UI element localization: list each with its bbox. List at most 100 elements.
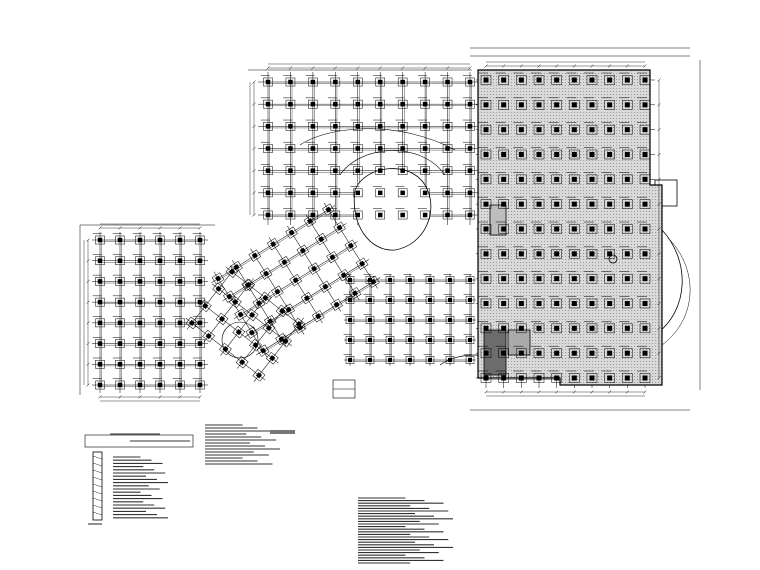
pile-cap-mark — [95, 297, 105, 307]
column-mark — [333, 190, 338, 196]
column-mark — [218, 315, 226, 323]
dimension-tick — [198, 226, 202, 230]
pile-cap-mark — [311, 310, 325, 323]
dimension-tick — [468, 66, 472, 70]
pile-cap-mark — [442, 188, 453, 198]
pile-cap-mark — [498, 199, 509, 209]
pile-cap-mark — [569, 149, 580, 160]
pile-cap-mark — [355, 257, 369, 270]
pile-cap-mark — [569, 199, 580, 209]
pile-cap-mark — [569, 100, 580, 110]
column-mark — [400, 101, 405, 107]
pile-cap-mark — [263, 99, 273, 109]
column-mark — [483, 127, 489, 133]
pile-cap-mark — [219, 342, 232, 356]
dimension-tick — [657, 351, 661, 355]
dimension-tick — [158, 395, 162, 399]
column-mark — [554, 201, 560, 207]
pile-cap-mark — [175, 318, 185, 328]
pile-cap-mark — [375, 210, 385, 220]
column-mark — [288, 190, 293, 196]
pile-cap-mark — [95, 359, 105, 369]
pile-cap-mark — [622, 149, 633, 160]
pile-cap-mark — [569, 298, 580, 309]
pile-cap-mark — [498, 249, 509, 259]
column-mark — [232, 298, 239, 305]
column-mark — [97, 362, 103, 367]
pile-cap-mark — [622, 373, 633, 383]
column-mark — [310, 79, 316, 85]
column-mark — [445, 79, 450, 85]
pile-cap-mark — [480, 199, 492, 209]
column-mark — [624, 201, 630, 207]
pile-cap-mark — [155, 235, 165, 245]
pile-cap-mark — [256, 344, 270, 357]
column-mark — [571, 127, 577, 133]
column-mark — [348, 358, 352, 362]
pile-cap-mark — [639, 75, 651, 85]
column-mark — [642, 276, 648, 282]
dimension-tick — [178, 395, 182, 399]
pile-hatch — [92, 490, 103, 495]
pile-cap-mark — [353, 77, 363, 87]
column-mark — [348, 278, 352, 282]
pile-cap-mark — [348, 287, 362, 300]
dimension-tick — [572, 390, 577, 394]
column-mark — [265, 101, 271, 107]
column-mark — [255, 372, 263, 379]
dimension-tick — [252, 80, 256, 84]
pile-cap-mark — [263, 122, 273, 131]
dimension-tick — [657, 127, 661, 132]
pile-cap-mark — [445, 296, 455, 304]
pile-cap-mark — [604, 124, 615, 135]
pile-cap-mark — [385, 316, 395, 324]
pile-cap-mark — [319, 280, 332, 293]
pile-cap-mark — [420, 188, 430, 198]
pile-cap-mark — [516, 249, 527, 259]
column-mark — [536, 325, 542, 331]
pile-cap-mark — [465, 356, 475, 364]
pile-cap-mark — [604, 174, 615, 185]
column-mark — [157, 341, 163, 346]
column-mark — [368, 338, 372, 342]
pile-cap-mark — [569, 174, 580, 185]
column-mark — [518, 77, 524, 83]
column-mark — [642, 201, 648, 207]
column-mark — [197, 362, 203, 367]
pile-cap-mark — [604, 323, 615, 334]
column-mark — [445, 212, 450, 218]
column-mark — [589, 127, 595, 133]
pile-cap-mark — [308, 77, 318, 87]
column-mark — [310, 146, 316, 151]
column-mark — [467, 124, 473, 129]
pile-cap-mark — [442, 166, 453, 175]
pile-cap-mark — [330, 166, 341, 175]
column-mark — [428, 358, 432, 362]
column-mark — [422, 168, 428, 173]
pile-cap-mark — [639, 149, 651, 160]
pile-cap-mark — [195, 318, 205, 328]
column-mark — [607, 102, 613, 108]
column-mark — [518, 127, 524, 133]
pile-cap-mark — [586, 249, 598, 259]
dimension-tick — [86, 341, 90, 346]
pile-cap-mark — [569, 249, 580, 259]
column-mark — [359, 260, 366, 267]
column-mark — [518, 325, 524, 331]
column-mark — [281, 259, 288, 266]
column-mark — [333, 301, 340, 308]
column-mark — [445, 146, 450, 151]
pile-cap-mark — [586, 174, 598, 185]
column-mark — [571, 77, 577, 83]
column-mark — [377, 190, 383, 196]
column-mark — [97, 258, 103, 263]
pile-cap-mark — [285, 226, 298, 239]
column-mark — [377, 212, 383, 218]
pile-cap-mark — [345, 316, 355, 324]
pile-cap-mark — [353, 122, 363, 131]
column-mark — [571, 152, 577, 157]
column-mark — [279, 307, 286, 315]
dimension-tick — [252, 191, 256, 195]
column-mark — [388, 298, 392, 302]
